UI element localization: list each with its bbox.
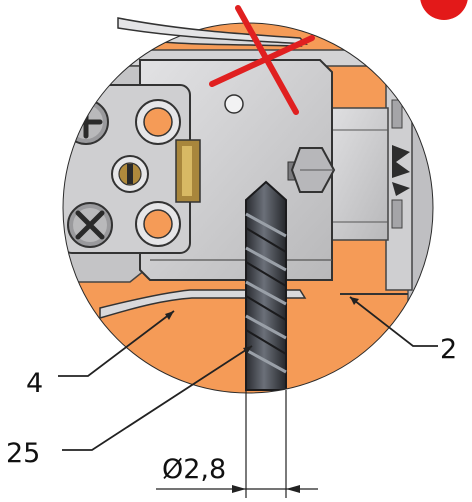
side-panel [407, 39, 433, 341]
callout-label-25: 25 [6, 438, 40, 469]
slotted-screw-icon [111, 155, 149, 193]
leader-line-4 [58, 310, 175, 377]
dimension-label: Ø2,8 [162, 454, 226, 485]
terminal-hole-bottom [135, 201, 181, 247]
phillips-screw-icon [63, 99, 109, 145]
leader-line-25 [62, 345, 253, 451]
callout-label-2: 2 [440, 334, 457, 365]
callout-label-4: 4 [26, 368, 43, 399]
phillips-screw-icon-lower [67, 202, 113, 248]
drill-bit-icon [245, 180, 287, 391]
rail-clip [392, 145, 410, 178]
terminal-hole-top [135, 99, 181, 145]
leader-line-2 [349, 296, 438, 347]
small-hole [224, 94, 244, 114]
hex-nut [287, 147, 336, 193]
alert-circle [420, 0, 468, 20]
prohibited-cross-icon [209, 5, 315, 115]
